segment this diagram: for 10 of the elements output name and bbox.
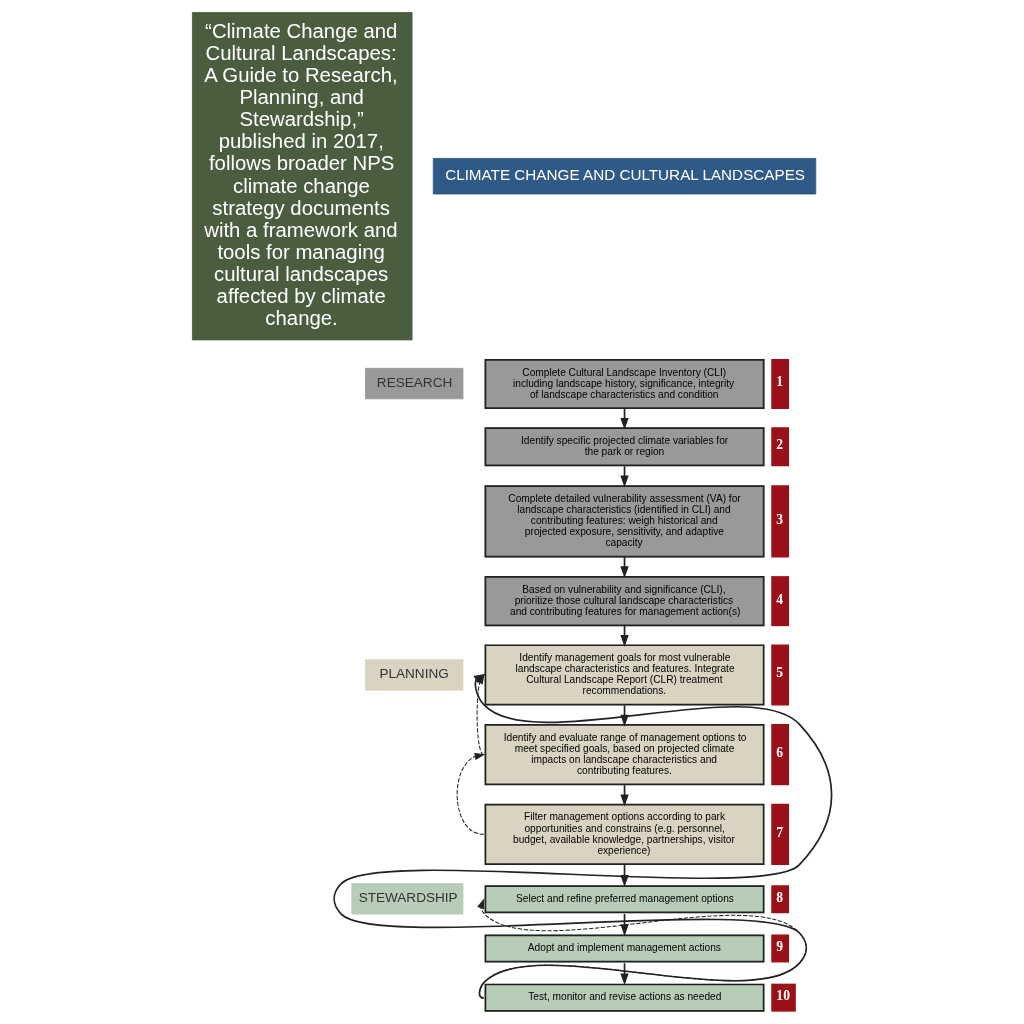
node-label: 4 xyxy=(776,591,784,607)
node-label: 7 xyxy=(776,824,784,840)
node-label: 10 xyxy=(776,987,790,1003)
node-label: 6 xyxy=(776,744,784,760)
node-label: 8 xyxy=(776,889,784,905)
node-label: 9 xyxy=(776,938,784,954)
node-label: 2 xyxy=(776,436,784,452)
node-label: 1 xyxy=(776,373,784,389)
node-label: 3 xyxy=(776,511,784,527)
node-label: 5 xyxy=(776,664,784,680)
